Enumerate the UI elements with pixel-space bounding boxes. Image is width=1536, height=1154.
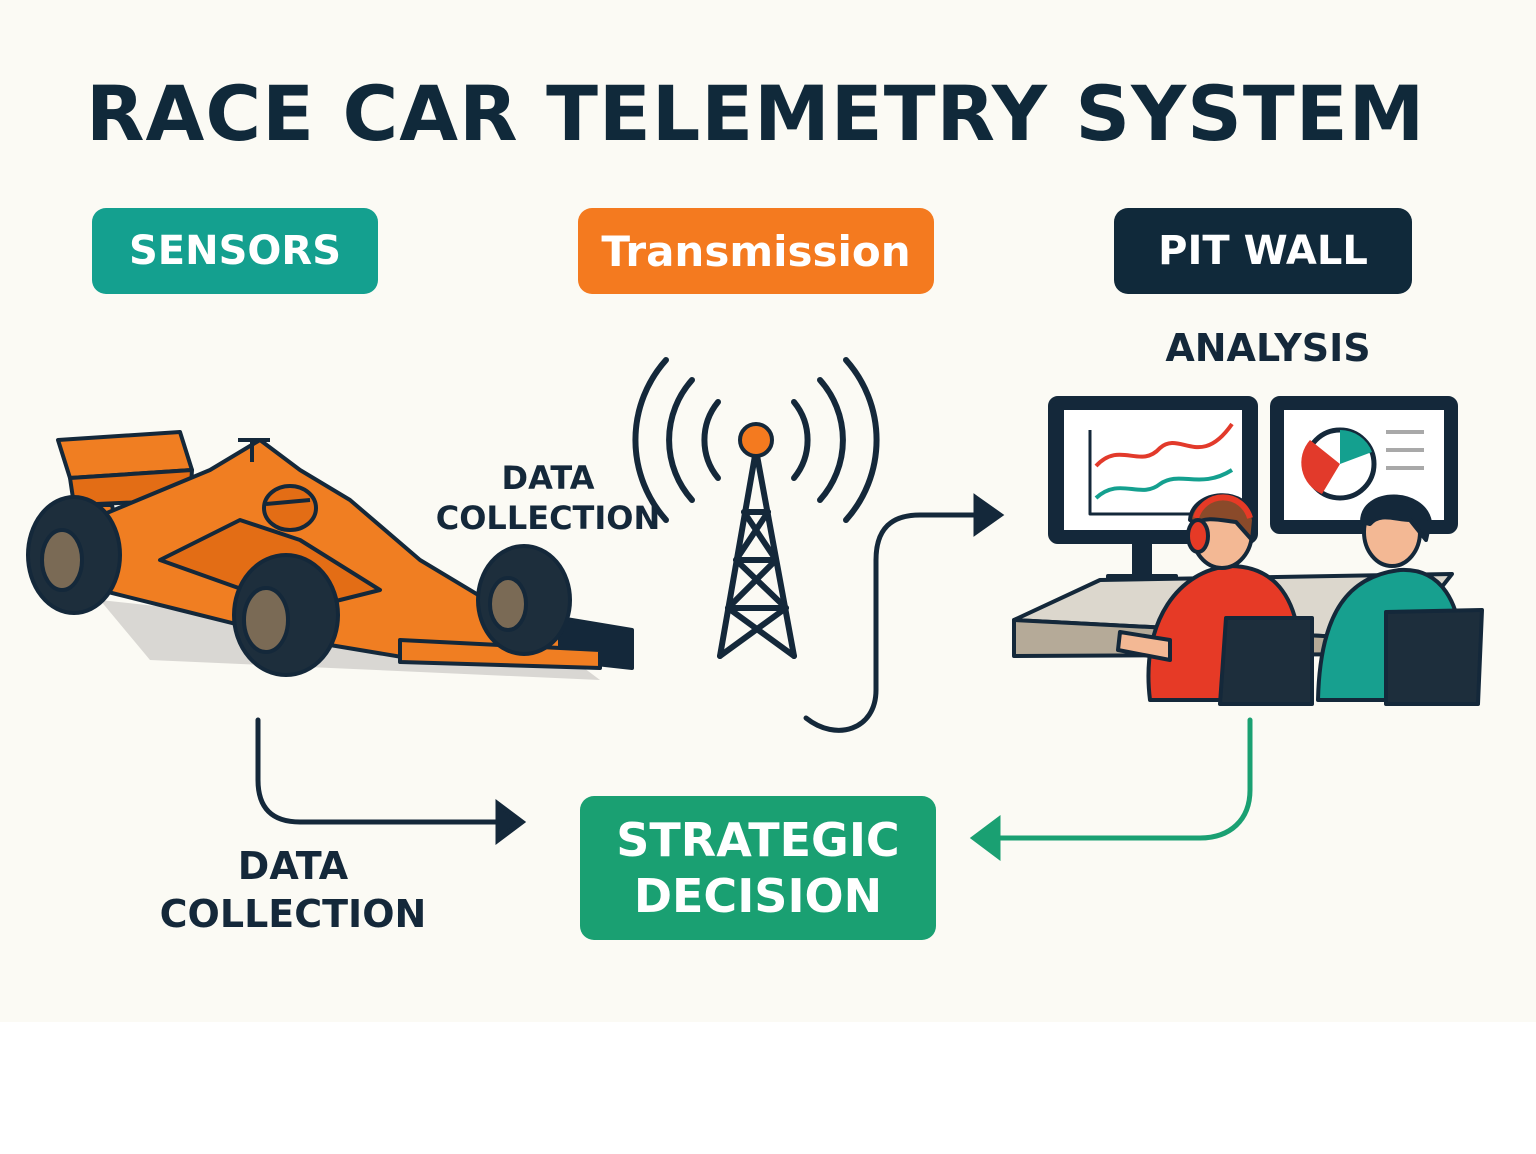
page-title: RACE CAR TELEMETRY SYSTEM: [86, 69, 1426, 158]
pit-wall-label: PIT WALL: [1158, 228, 1368, 274]
transmission-to-pitwall-arrow: [803, 493, 1005, 733]
race-car-icon: [26, 430, 634, 680]
data-collection-top-label: DATA COLLECTION: [430, 458, 666, 538]
strategic-decision-box: STRATEGIC DECISION: [580, 796, 936, 940]
analysis-label: ANALYSIS: [1165, 326, 1371, 370]
decision-line2: DECISION: [633, 869, 883, 923]
data-collection-bottom-line2: COLLECTION: [159, 892, 427, 936]
sensors-badge: SENSORS: [92, 208, 378, 294]
pit-wall-illustration: [1012, 396, 1484, 706]
signal-waves-icon: [632, 357, 880, 523]
transmission-label: Transmission: [601, 226, 911, 276]
data-collection-bottom-line1: DATA: [237, 844, 349, 888]
pit-wall-badge: PIT WALL: [1114, 208, 1412, 294]
data-collection-bottom-label: DATA COLLECTION: [158, 842, 428, 938]
sensors-label: SENSORS: [128, 228, 342, 274]
data-collection-top-line1: DATA: [501, 459, 595, 497]
car-to-decision-arrow: [255, 717, 527, 845]
pitwall-to-decision-arrow: [969, 717, 1253, 861]
data-collection-top-line2: COLLECTION: [435, 499, 661, 537]
transmission-badge: Transmission: [578, 208, 934, 294]
antenna-tower-icon: [717, 422, 797, 659]
decision-line1: STRATEGIC: [616, 813, 900, 867]
